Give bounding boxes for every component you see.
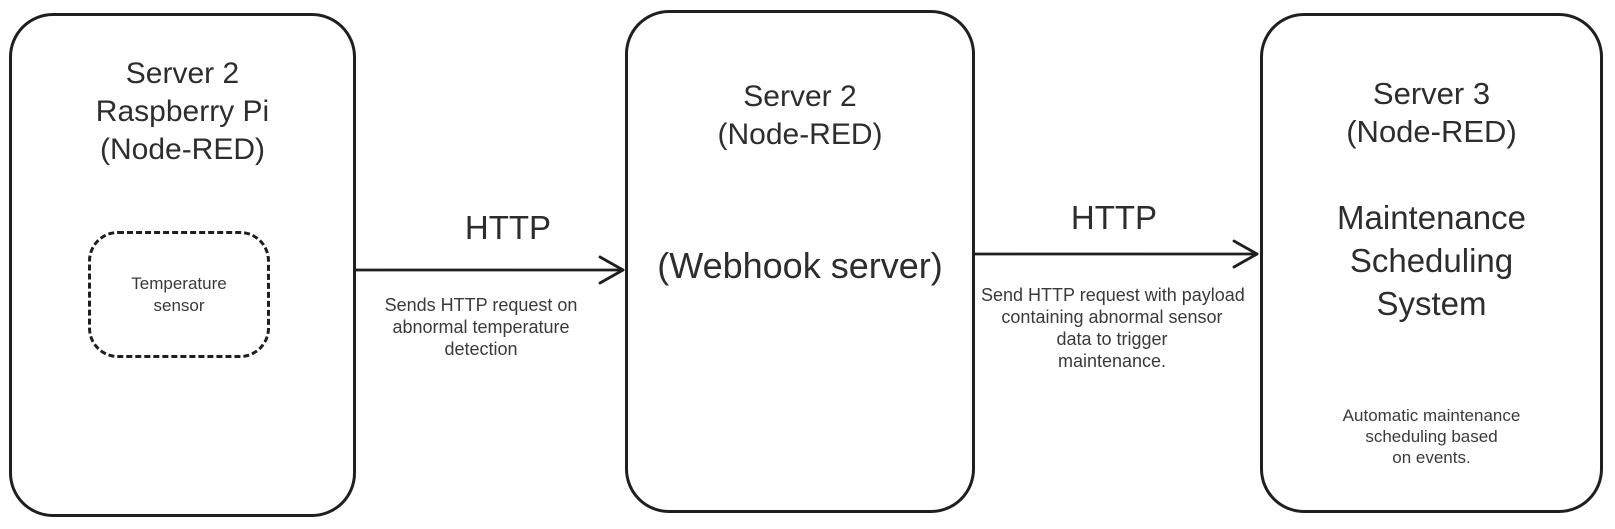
edge-caption-line: detection bbox=[444, 339, 518, 359]
title-line: (Node-RED) bbox=[1346, 114, 1517, 149]
system-line: Maintenance bbox=[1337, 199, 1526, 236]
edge-caption: Sends HTTP request on abnormal temperatu… bbox=[356, 294, 606, 360]
title-line: (Node-RED) bbox=[99, 133, 266, 166]
title-line: (Node-RED) bbox=[717, 118, 883, 151]
edge-protocol-label: HTTP bbox=[464, 209, 552, 246]
note-line: Automatic maintenance bbox=[1342, 406, 1521, 425]
system-line: System bbox=[1376, 285, 1487, 322]
sensor-label-line: Temperature bbox=[131, 273, 227, 293]
title-line: Server 2 bbox=[743, 80, 857, 113]
edge-caption-line: Sends HTTP request on bbox=[384, 295, 578, 315]
maintenance-system-label: Maintenance Scheduling System bbox=[1263, 196, 1600, 325]
note-line: on events. bbox=[1392, 448, 1471, 467]
arrow-webhook-to-maintenance[interactable] bbox=[973, 239, 1259, 269]
edge-caption-line: data to trigger bbox=[1056, 329, 1168, 349]
arrowhead-icon bbox=[1232, 239, 1259, 269]
note-line: scheduling based bbox=[1365, 427, 1498, 446]
title-line: Server 3 bbox=[1372, 76, 1491, 111]
system-line: Scheduling bbox=[1349, 242, 1514, 279]
arrowhead-icon bbox=[598, 255, 625, 285]
temperature-sensor-box[interactable]: Temperature sensor bbox=[88, 231, 270, 358]
node-maintenance-system[interactable]: Server 3 (Node-RED) Maintenance Scheduli… bbox=[1260, 13, 1603, 513]
sensor-label-line: sensor bbox=[153, 295, 205, 315]
node-title: Server 3 (Node-RED) bbox=[1263, 75, 1600, 151]
node-title: Server 2 Raspberry Pi (Node-RED) bbox=[12, 55, 353, 169]
node-webhook-server[interactable]: Server 2 (Node-RED) (Webhook server) bbox=[625, 10, 975, 513]
arrow-sensor-to-webhook[interactable] bbox=[354, 255, 625, 285]
edge-caption-line: maintenance. bbox=[1057, 351, 1167, 371]
temperature-sensor-label: Temperature sensor bbox=[131, 273, 226, 317]
node-raspberry-pi-server[interactable]: Server 2 Raspberry Pi (Node-RED) Tempera… bbox=[9, 13, 356, 517]
title-line: Server 2 bbox=[125, 57, 240, 90]
edge-caption: Send HTTP request with payload containin… bbox=[981, 284, 1245, 372]
webhook-server-label: (Webhook server) bbox=[657, 245, 943, 286]
node-title: Server 2 (Node-RED) bbox=[628, 78, 972, 154]
edge-caption-line: Send HTTP request with payload bbox=[981, 285, 1245, 305]
maintenance-note: Automatic maintenance scheduling based o… bbox=[1263, 405, 1600, 468]
title-line: Raspberry Pi bbox=[95, 95, 270, 128]
edge-protocol-label: HTTP bbox=[1070, 199, 1158, 236]
edge-caption-line: containing abnormal sensor bbox=[1001, 307, 1223, 327]
edge-caption-line: abnormal temperature bbox=[392, 317, 570, 337]
